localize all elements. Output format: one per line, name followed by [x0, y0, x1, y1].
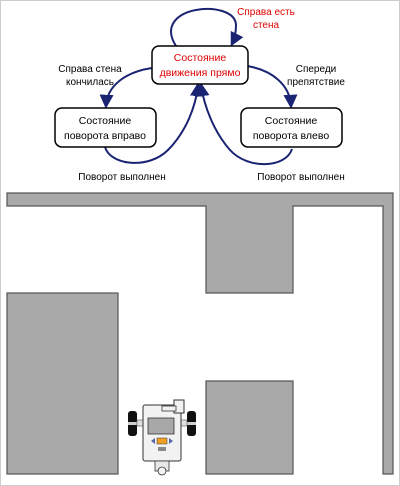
- state-turn-right-line1: Состояние: [79, 115, 132, 127]
- arrow-forward-to-left: [246, 65, 298, 109]
- label-wall-ended-line2: кончилась: [66, 77, 114, 88]
- state-turn-left-line2: поворота влево: [253, 130, 329, 142]
- state-turn-right: Состояние поворота вправо: [54, 107, 157, 148]
- label-obstacle-line2: препятствие: [287, 77, 345, 88]
- state-forward: Состояние движения прямо: [151, 45, 249, 85]
- label-wall-right-line1: Справа есть: [237, 7, 295, 18]
- arrow-right-to-forward: [104, 82, 204, 164]
- robot: [128, 399, 196, 476]
- label-wall-ended-line1: Справа стена: [58, 64, 122, 75]
- robot-screen: [147, 417, 175, 435]
- arrow-forward-to-right: [99, 67, 153, 109]
- label-turn-done-right: Поворот выполнен: [257, 172, 344, 183]
- wall-left-block: [6, 292, 119, 475]
- label-wall-right-line2: стена: [253, 20, 280, 31]
- state-turn-left-line1: Состояние: [265, 115, 318, 127]
- state-diagram: Состояние движения прямо Состояние повор…: [54, 7, 345, 183]
- state-turn-left: Состояние поворота влево: [240, 107, 343, 148]
- label-turn-done-left: Поворот выполнен: [78, 172, 165, 183]
- state-turn-right-line2: поворота вправо: [64, 130, 146, 142]
- state-forward-line2: движения прямо: [160, 67, 241, 79]
- state-forward-line1: Состояние: [174, 52, 227, 64]
- self-loop-arrow: [170, 7, 244, 47]
- robot-button: [156, 437, 168, 445]
- label-obstacle-line1: Спереди: [296, 64, 337, 75]
- wall-middle-block: [205, 380, 294, 475]
- wall-top-right: [6, 192, 394, 475]
- arrow-left-to-forward: [195, 82, 293, 166]
- maze: [6, 192, 394, 475]
